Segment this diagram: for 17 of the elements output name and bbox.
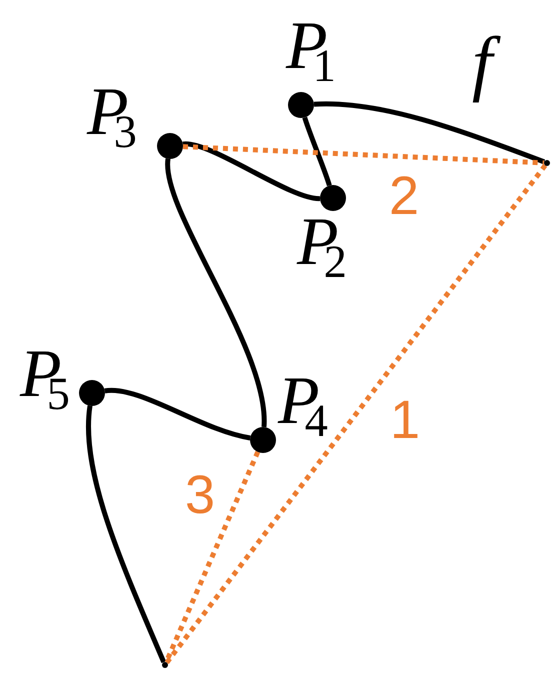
edge-label: 2 (389, 169, 420, 223)
edge-label: 1 (390, 393, 420, 447)
point-label: P$_{3}$ (87, 77, 138, 145)
point-label: P$_{5}$ (20, 339, 71, 407)
dotted-line (164, 164, 548, 664)
curve-name-label: f (462, 17, 502, 108)
curve-segment (86, 406, 166, 664)
point-label: P$_{1}$ (286, 11, 337, 79)
point-label: P$_{4}$ (278, 366, 329, 434)
curve-segment (314, 101, 546, 164)
curve-segment (182, 142, 320, 202)
point-label: P$_{2}$ (297, 207, 348, 275)
curve-segment (166, 158, 266, 428)
edge-label: 3 (185, 468, 216, 522)
dotted-line (182, 144, 544, 166)
curve-segment (302, 116, 332, 186)
curve-segment (104, 388, 251, 440)
